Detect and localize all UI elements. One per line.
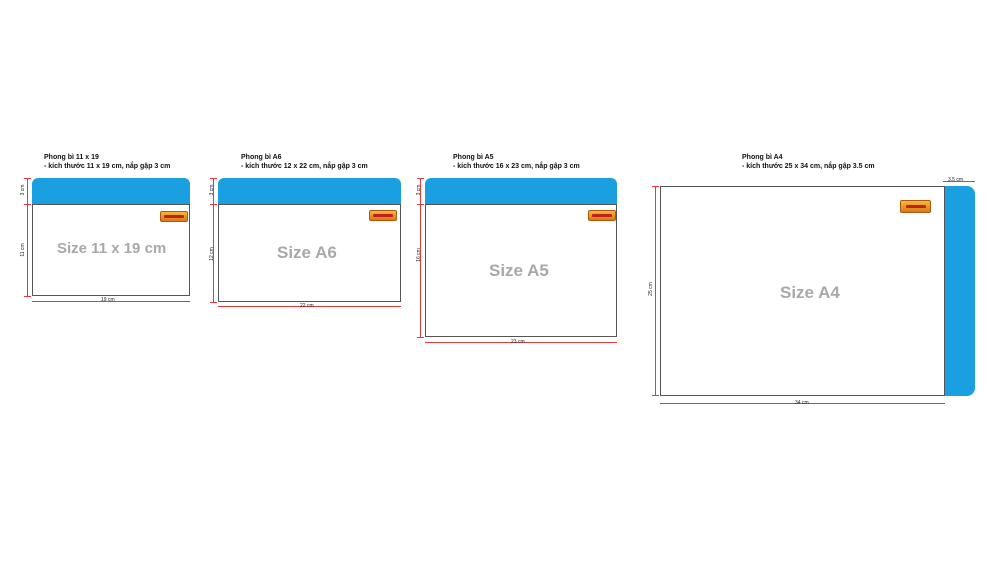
width-dimension-line [425, 342, 617, 343]
flap-dimension-label: 3.5 cm [948, 177, 964, 183]
size-label: Size A5 [489, 261, 549, 280]
width-dimension-label: 19 cm [101, 297, 115, 303]
height-dimension-line [655, 186, 656, 396]
height-dimension-label: 12 cm [209, 247, 215, 261]
envelope-spec: - kích thước 11 x 19 cm, nắp gập 3 cm [44, 163, 171, 170]
brand-logo [160, 211, 188, 222]
size-label: Size A6 [277, 243, 337, 262]
height-dimension-line [213, 178, 214, 302]
dimension-tick [417, 204, 424, 205]
envelope-flap [32, 178, 190, 205]
height-dimension-label: 16 cm [416, 248, 422, 262]
brand-logo [588, 210, 616, 221]
envelope-flap [425, 178, 617, 205]
flap-dimension-label: 3 cm [209, 184, 215, 196]
dimension-tick [210, 302, 217, 303]
width-dimension-line [32, 301, 190, 302]
flap-dimension-label: 3 cm [416, 184, 422, 196]
envelope-title-block: Phong bì A5 - kích thước 16 x 23 cm, nắp… [453, 153, 580, 171]
brand-logo [900, 200, 931, 213]
envelope-flap [943, 186, 975, 396]
width-dimension-label: 23 cm [511, 339, 525, 345]
envelope-spec: - kích thước 25 x 34 cm, nắp gập 3.5 cm [742, 163, 875, 170]
dimension-tick [210, 178, 217, 179]
dimension-tick [24, 296, 31, 297]
width-dimension-label: 34 cm [795, 400, 809, 406]
width-dimension-line [218, 306, 401, 307]
height-dimension-label: 25 cm [648, 282, 654, 296]
dimension-tick [417, 337, 424, 338]
envelope-title: Phong bì 11 x 19 [44, 154, 99, 161]
envelope-title: Phong bì A6 [241, 154, 282, 161]
envelope-title: Phong bì A4 [742, 154, 783, 161]
dimension-tick [24, 204, 31, 205]
envelope-spec: - kích thước 12 x 22 cm, nắp gập 3 cm [241, 163, 368, 170]
brand-logo [369, 210, 397, 221]
envelope-body [425, 204, 617, 337]
envelope-title: Phong bì A5 [453, 154, 494, 161]
dimension-tick [417, 178, 424, 179]
envelope-title-block: Phong bì A4 - kích thước 25 x 34 cm, nắp… [742, 153, 875, 171]
envelope-spec: - kích thước 16 x 23 cm, nắp gập 3 cm [453, 163, 580, 170]
flap-dimension-line [943, 181, 975, 182]
height-dimension-line [420, 178, 421, 337]
height-dimension-label: 11 cm [20, 243, 26, 257]
dimension-tick [210, 204, 217, 205]
envelope-flap [218, 178, 401, 205]
height-dimension-line [27, 178, 28, 296]
envelope-title-block: Phong bì 11 x 19 - kích thước 11 x 19 cm… [44, 153, 170, 171]
width-dimension-label: 22 cm [300, 303, 314, 309]
dimension-tick [24, 178, 31, 179]
flap-dimension-label: 3 cm [20, 184, 26, 196]
dimension-tick [652, 395, 659, 396]
dimension-tick [652, 186, 659, 187]
size-label: Size 11 x 19 cm [57, 240, 167, 257]
width-dimension-line [660, 403, 945, 404]
envelope-title-block: Phong bì A6 - kích thước 12 x 22 cm, nắp… [241, 153, 368, 171]
size-label: Size A4 [780, 283, 840, 302]
envelope-body [660, 186, 945, 396]
